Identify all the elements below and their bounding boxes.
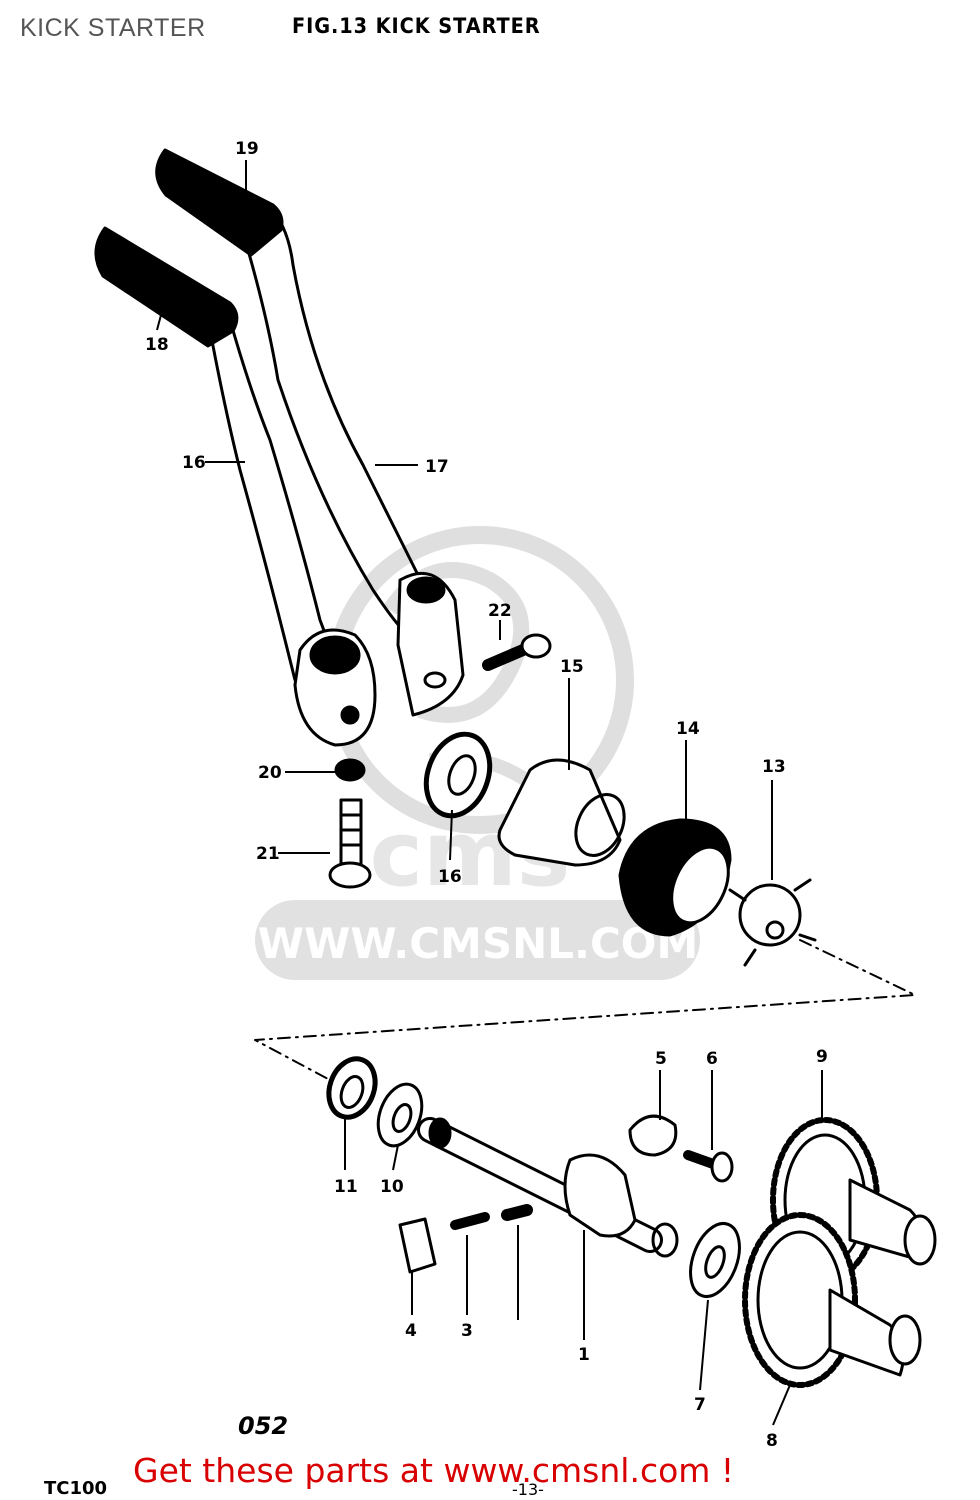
oil-seal-part-15 xyxy=(423,731,493,819)
parts-link-banner[interactable]: Get these parts at www.cmsnl.com ! xyxy=(133,1451,735,1490)
washer-part-10 xyxy=(376,1082,424,1148)
callout-11: 11 xyxy=(334,1177,358,1197)
callout-6: 6 xyxy=(706,1049,718,1069)
callout-22: 22 xyxy=(488,601,512,621)
callout-12: 13 xyxy=(762,757,786,777)
figure-title: FIG.13 KICK STARTER xyxy=(292,14,541,38)
page-title: KICK STARTER xyxy=(20,14,206,42)
callout-leaders xyxy=(156,160,823,1426)
callout-16: 16 xyxy=(182,453,206,473)
callout-18: 18 xyxy=(145,335,169,355)
callout-5: 5 xyxy=(655,1049,667,1069)
bolt-part-21 xyxy=(328,798,372,889)
callout-8: 8 xyxy=(766,1431,778,1451)
callout-9: 9 xyxy=(816,1047,828,1067)
callout-10: 10 xyxy=(380,1177,404,1197)
pin-part-3 xyxy=(450,1212,490,1230)
assembly-guide-line xyxy=(254,939,916,1081)
kick-shaft-part-1 xyxy=(417,1117,679,1258)
callout-3: 3 xyxy=(461,1321,473,1341)
kick-lever-lower xyxy=(94,226,377,747)
callout-19: 19 xyxy=(235,139,259,159)
washer-part-7 xyxy=(689,1222,741,1298)
guide-part-5 xyxy=(628,1114,678,1157)
callout-15: 16 xyxy=(438,867,462,887)
bushing-part-14 xyxy=(497,758,626,867)
model-code: TC100 xyxy=(44,1478,108,1499)
callout-4: 4 xyxy=(405,1321,417,1341)
diagram-code: 052 xyxy=(238,1412,289,1440)
callout-7: 7 xyxy=(694,1395,706,1415)
gear-part-8 xyxy=(742,1212,922,1388)
bolt-part-6 xyxy=(683,1150,734,1183)
spring-part-13 xyxy=(618,818,732,937)
circlip-part-11 xyxy=(326,1056,378,1120)
page-number: -13- xyxy=(512,1480,544,1499)
callout-20: 20 xyxy=(258,763,282,783)
spring-guide-part-12 xyxy=(728,878,817,967)
callout-14: 15 xyxy=(560,657,584,677)
watermark-banner xyxy=(255,900,700,980)
kick-lever-upper xyxy=(155,148,465,717)
callout-21: 21 xyxy=(256,844,280,864)
pawl-part-4 xyxy=(398,1217,437,1274)
callout-labels: 19 18 16 17 22 15 14 13 20 21 16 11 10 5… xyxy=(145,139,828,1451)
watermark-text: WWW.CMSNL.COM xyxy=(258,919,699,968)
callout-13: 14 xyxy=(676,719,700,739)
washer-part-20 xyxy=(334,758,366,782)
callout-1: 1 xyxy=(578,1345,590,1365)
callout-17: 17 xyxy=(425,457,449,477)
pawl-spring xyxy=(501,1204,533,1221)
bolt-part-22 xyxy=(482,633,552,671)
